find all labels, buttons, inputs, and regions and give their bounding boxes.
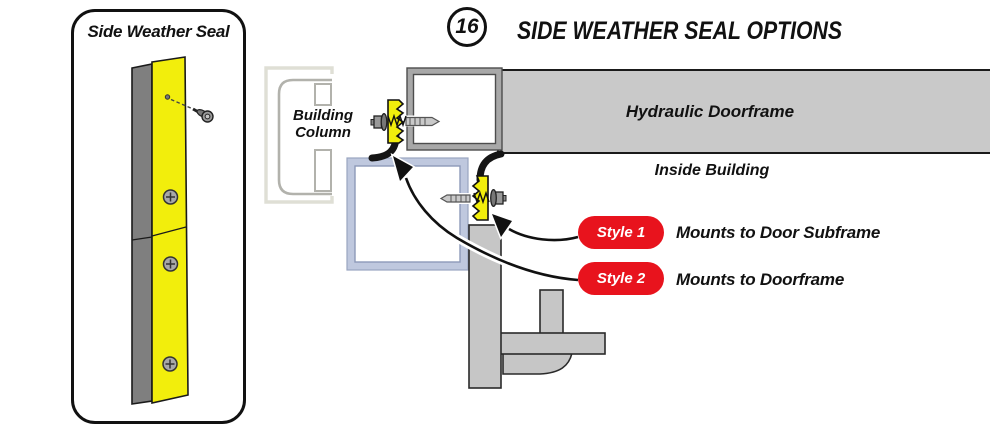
hidden-screw-shaft [405, 116, 441, 127]
style2-badge: Style 2 [578, 262, 664, 295]
seal-style1-drawing [439, 150, 507, 221]
seal-flap [476, 150, 505, 184]
page-title: SIDE WEATHER SEAL OPTIONS [517, 17, 843, 45]
step-number: 16 [455, 15, 479, 38]
seal-flap [368, 132, 400, 162]
style2-arrow [390, 152, 579, 284]
style1-arrow [489, 211, 580, 245]
screw-head [494, 191, 504, 205]
inside-building-label: Inside Building [654, 162, 770, 179]
seal-style2-drawing [368, 99, 441, 162]
arrowhead [390, 152, 416, 184]
seal-detail-panel [71, 9, 246, 424]
step-number-circle: 16 [447, 7, 487, 47]
screw-washer [380, 113, 388, 131]
screw-threads [387, 113, 407, 128]
weather-seal-strip [471, 175, 489, 221]
screw-washer [490, 189, 497, 207]
lower-frame-assembly [468, 224, 606, 389]
doorframe-label: Hydraulic Doorframe [625, 102, 795, 121]
panel-title: Side Weather Seal [87, 22, 230, 41]
door-subframe-tube [346, 157, 469, 271]
screw-head [373, 115, 383, 129]
screw-threads [473, 190, 490, 205]
hidden-screw-shaft [439, 194, 471, 203]
doorframe-tube [406, 67, 503, 151]
arrowhead [489, 211, 515, 241]
style1-description: Mounts to Door Subframe [676, 223, 881, 242]
style2-description: Mounts to Doorframe [676, 270, 845, 289]
weather-seal-strip [387, 99, 405, 144]
style1-badge: Style 1 [578, 216, 664, 249]
building-column-label: Building Column [293, 107, 353, 141]
